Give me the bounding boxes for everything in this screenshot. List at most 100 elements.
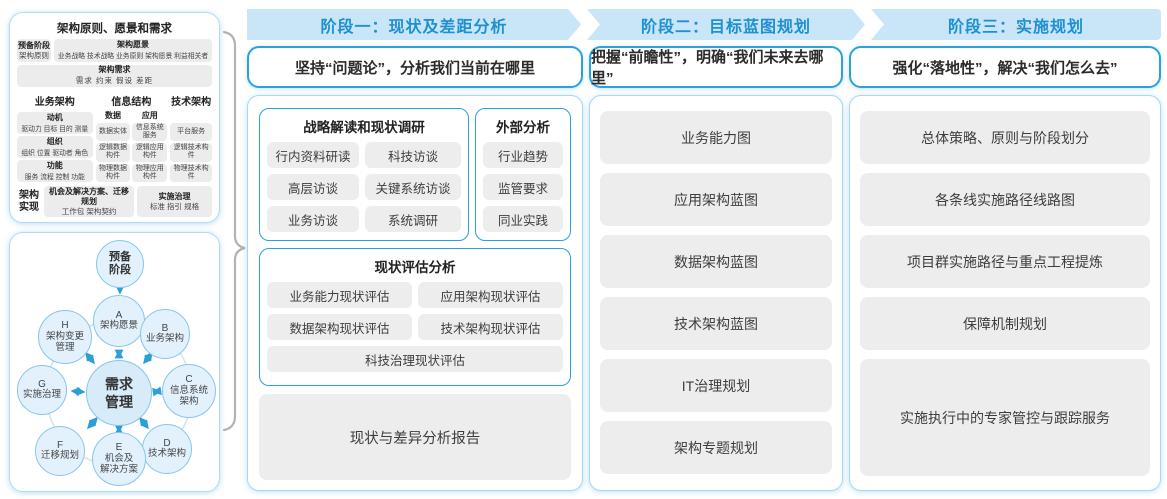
item-box: 应用架构蓝图 [600,173,832,226]
vision-title: 架构愿景 [117,40,149,50]
adm-node-id: F [56,439,64,451]
architecture-content-panel: 架构原则、愿景和需求 预备阶段 架构原则 架构愿景 业务战略 技术战略 业务原则… [9,12,220,223]
item-box: 逻辑应用构件 [132,143,168,162]
governance-sub: 标准 指引 规格 [149,202,200,211]
prep-vision-row: 预备阶段 架构原则 架构愿景 业务战略 技术战略 业务原则 架构愿景 利益相关者 [17,39,212,62]
phase3-header-band: 阶段三：实施规划 [871,9,1161,40]
opportunity-sub: 工作包 架构契约 [61,207,117,216]
architecture-realization-row: 架构实现 机会及解决方案、迁移规划 工作包 架构契约 实施治理 标准 指引 规格 [17,186,212,217]
item-box: 应用架构现状评估 [418,282,563,308]
function-title: 功能 [46,161,63,170]
item-box: 监管要求 [483,174,563,200]
item-box: 项目群实施路径与重点工程提炼 [860,235,1150,288]
phase1-slogan-box: 坚持“问题论”，分析我们当前在哪里 [247,46,583,88]
item-box: 高层访谈 [267,174,359,200]
item-box: 科技访谈 [365,142,461,168]
external-analysis-section: 外部分析 行业趋势 监管要求 同业实践 [475,108,571,241]
implementation-governance-box: 实施治理 标准 指引 规格 [137,186,212,217]
motivation-box: 动机 驱动力 目标 目的 测量 [17,112,93,134]
item-box: 业务能力图 [600,111,832,164]
strategy-research-grid: 行内资料研读 科技访谈 高层访谈 关键系统访谈 业务访谈 系统调研 [267,142,461,232]
adm-node-id: B [161,322,169,334]
item-box: 行内资料研读 [267,142,359,168]
information-column-title: 信息结构 [111,97,152,108]
adm-prep-label: 预备 阶段 [109,251,131,276]
realization-label: 架构实现 [19,189,39,213]
adm-node-id: H [61,320,69,332]
application-subheader: 应用 [141,111,158,120]
item-box: 逻辑数据构件 [95,143,131,162]
phase2-header-text: 阶段二：目标蓝图规划 [640,18,811,36]
adm-node-label: 信息系统 架构 [169,384,208,407]
requirements-title: 架构需求 [98,65,131,75]
item-box: 关键系统访谈 [365,174,461,200]
item-box: 技术架构蓝图 [600,297,832,350]
item-box: 同业实践 [483,206,563,232]
adm-center-label: 需求 管理 [105,375,133,410]
item-box: 数据实体 [95,123,131,142]
adm-node-f: F 迁移规划 [35,426,85,476]
adm-node-label: 迁移规划 [40,450,79,462]
item-box: 架构专题规划 [600,421,832,474]
governance-title: 实施治理 [158,192,191,201]
phase2-slogan-box: 把握“前瞻性”，明确“我们未来去哪里” [589,46,843,88]
item-box: 总体策略、原则与阶段划分 [860,111,1150,164]
technology-architecture-column: 技术架构 平台服务 逻辑技术构件 物理技术构件 [170,93,212,182]
phase2-slogan-text: 把握“前瞻性”，明确“我们未来去哪里” [591,49,824,87]
phase2-header-band: 阶段二：目标蓝图规划 [587,9,865,40]
adm-node-g: G 实施治理 [17,365,67,415]
adm-center-circle: 需求 管理 [86,360,152,426]
item-box: 行业趋势 [483,142,563,168]
adm-prep-circle: 预备 阶段 [96,240,144,288]
assessment-section: 现状评估分析 业务能力现状评估 应用架构现状评估 数据架构现状评估 技术架构现状… [259,248,571,386]
organization-sub: 组织 位置 驱动者 角色 [21,150,89,157]
strategy-research-title: 战略解读和现状调研 [303,120,425,135]
item-box: 物理技术构件 [170,163,212,182]
opportunity-title: 机会及解决方案、迁移规划 [49,187,130,206]
item-box: 实施执行中的专家管控与跟踪服务 [860,359,1150,476]
assessment-title: 现状评估分析 [374,260,456,275]
item-box: IT治理规划 [600,359,832,412]
item-box: 各条线实施路径线路图 [860,173,1150,226]
adm-cycle-panel: 预备 阶段 A 架构愿景 B 业务架构 C 信息系统 架构 D 技术架构 E 机… [9,232,220,492]
prep-stage-sub: 架构原则 [19,50,49,60]
motivation-title: 动机 [46,113,63,122]
motivation-sub: 驱动力 目标 目的 测量 [21,126,89,133]
phase3-header-text: 阶段三：实施规划 [947,18,1084,36]
item-box: 信息系统服务 [132,123,168,142]
item-box: 业务访谈 [267,206,359,232]
external-analysis-title: 外部分析 [496,120,550,135]
opportunity-migration-box: 机会及解决方案、迁移规划 工作包 架构契约 [44,186,135,217]
phase3-content-panel: 总体策略、原则与阶段划分 各条线实施路径线路图 项目群实施路径与重点工程提炼 保… [849,95,1161,491]
assessment-grid: 业务能力现状评估 应用架构现状评估 数据架构现状评估 技术架构现状评估 [267,282,563,340]
spacer [170,112,212,121]
item-box: 系统调研 [365,206,461,232]
phase3-slogan-text: 强化“落地性”，解决“我们怎么去” [892,59,1118,77]
item-box: 物理数据构件 [95,163,131,182]
adm-node-a: A 架构愿景 [93,295,145,347]
strategy-research-section: 战略解读和现状调研 行内资料研读 科技访谈 高层访谈 关键系统访谈 业务访谈 系… [259,108,469,241]
prep-stage-box: 预备阶段 架构原则 [17,39,51,62]
vision-sub: 业务战略 技术战略 业务原则 架构愿景 利益相关者 [57,53,209,61]
adm-node-id: A [115,309,123,321]
item-box: 技术架构现状评估 [418,314,563,340]
business-column-title: 业务架构 [34,97,75,108]
adm-node-b: B 业务架构 [140,309,190,359]
information-structure-column: 信息结构 数据 数据实体 逻辑数据构件 物理数据构件 应用 信息系统服务 逻辑应… [95,93,168,182]
adm-node-id: D [163,437,171,449]
prep-stage-title: 预备阶段 [18,40,50,50]
item-box: 业务能力现状评估 [267,282,412,308]
information-subcolumns: 数据 数据实体 逻辑数据构件 物理数据构件 应用 信息系统服务 逻辑应用构件 物… [95,110,168,182]
application-subcolumn: 应用 信息系统服务 逻辑应用构件 物理应用构件 [132,110,168,182]
phase1-slogan-text: 坚持“问题论”，分析我们当前在哪里 [294,59,535,77]
phase1-content-panel: 战略解读和现状调研 行内资料研读 科技访谈 高层访谈 关键系统访谈 业务访谈 系… [247,95,583,491]
phase2-content-panel: 业务能力图 应用架构蓝图 数据架构蓝图 技术架构蓝图 IT治理规划 架构专题规划 [589,95,843,491]
architecture-vision-box: 架构愿景 业务战略 技术战略 业务原则 架构愿景 利益相关者 [54,39,212,62]
external-analysis-list: 行业趋势 监管要求 同业实践 [483,142,563,232]
function-sub: 服务 流程 控制 功能 [24,174,85,181]
adm-node-d: D 技术架构 [142,424,192,474]
adm-node-label: 架构变更 管理 [45,330,84,353]
adm-node-c: C 信息系统 架构 [162,364,216,418]
item-box: 保障机制规划 [860,297,1150,350]
